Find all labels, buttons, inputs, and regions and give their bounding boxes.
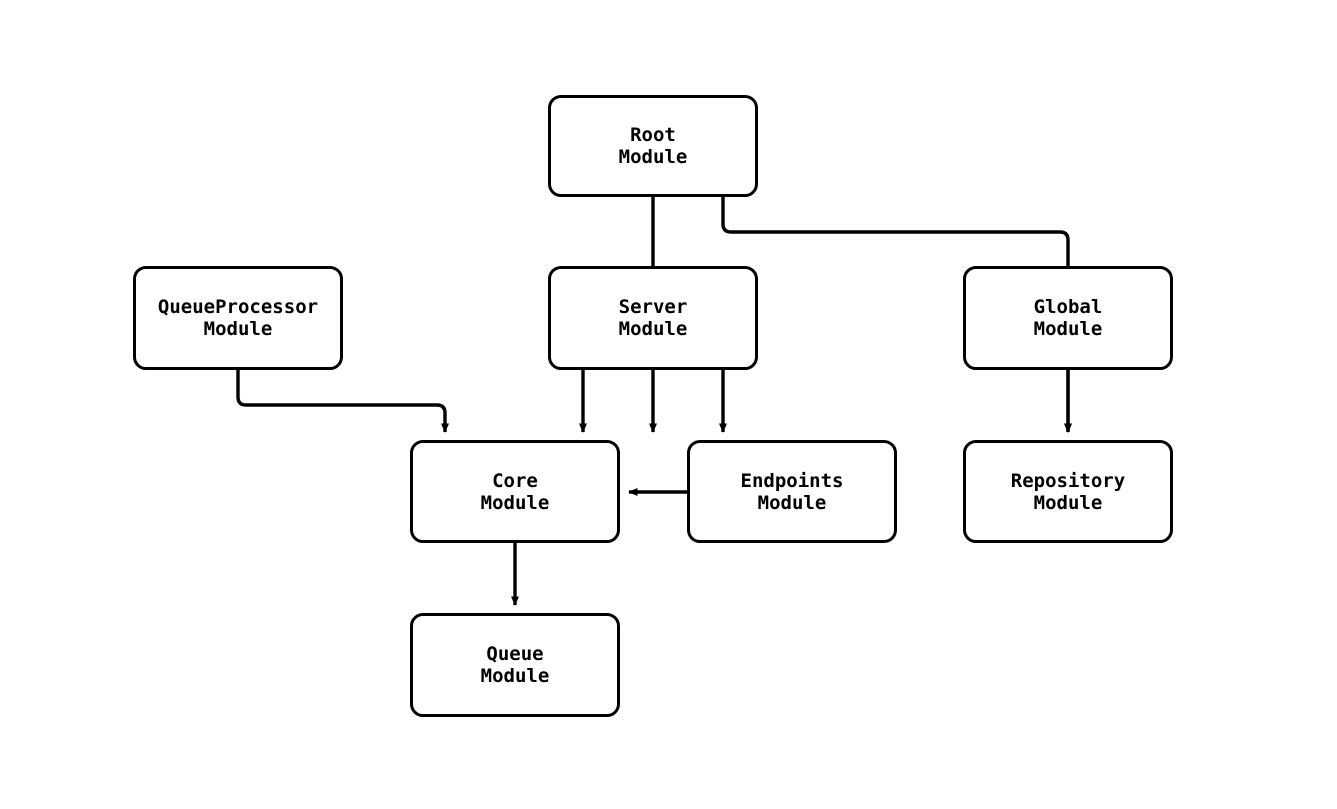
node-endpoints-module[interactable]: Endpoints Module bbox=[687, 440, 897, 543]
node-root-module[interactable]: Root Module bbox=[548, 95, 758, 197]
node-label-line1: QueueProcessor bbox=[157, 296, 319, 318]
node-label-line2: Module bbox=[618, 146, 688, 168]
node-label-line1: Server bbox=[618, 296, 688, 318]
node-label-line2: Module bbox=[757, 491, 827, 514]
node-server-module[interactable]: Server Module bbox=[548, 266, 758, 370]
node-global-module[interactable]: Global Module bbox=[963, 266, 1173, 370]
node-label-line1: Queue bbox=[486, 643, 544, 665]
node-label-line1: Root bbox=[630, 124, 676, 146]
node-queueprocessor-module[interactable]: QueueProcessor Module bbox=[133, 266, 343, 370]
node-queue-module[interactable]: Queue Module bbox=[410, 613, 620, 717]
node-repository-module[interactable]: Repository Module bbox=[963, 440, 1173, 543]
node-label-line2: Module bbox=[203, 318, 273, 340]
node-label-line2: Module bbox=[1033, 491, 1103, 514]
node-label-line2: Module bbox=[480, 491, 550, 514]
node-label-line1: Core bbox=[492, 469, 538, 492]
node-core-module[interactable]: Core Module bbox=[410, 440, 620, 543]
node-label-line2: Module bbox=[480, 665, 550, 687]
node-label-line2: Module bbox=[618, 318, 688, 340]
node-label-line1: Global bbox=[1033, 296, 1103, 318]
node-label-line1: Endpoints bbox=[740, 469, 844, 492]
edge-root-global bbox=[721, 197, 1072, 433]
node-label-line2: Module bbox=[1033, 318, 1103, 340]
edge-queueprocessor-core bbox=[236, 370, 449, 433]
node-label-line1: Repository bbox=[1010, 469, 1126, 492]
